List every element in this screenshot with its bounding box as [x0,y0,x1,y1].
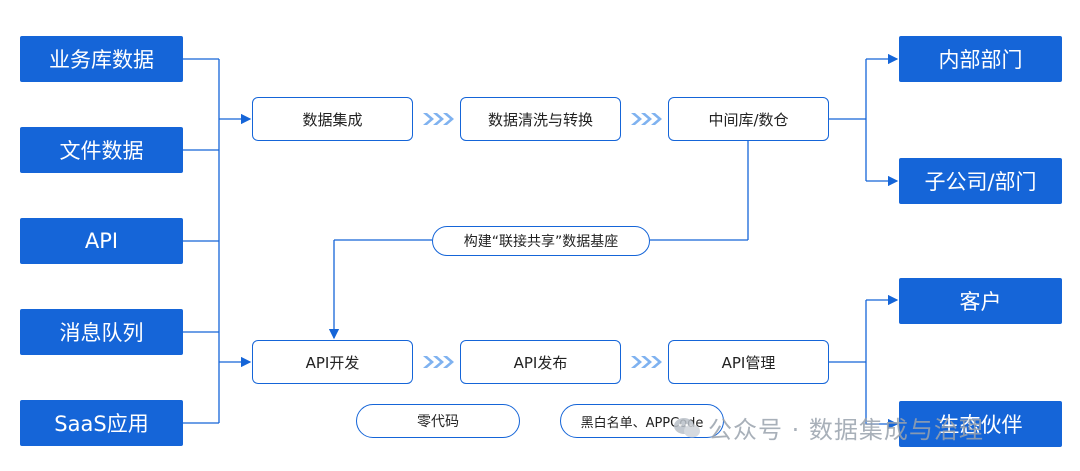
pill-label: 零代码 [417,414,459,430]
step-data-warehouse: 中间库/数仓 [668,97,829,141]
step-data-cleansing: 数据清洗与转换 [460,97,621,141]
target-subsidiary: 子公司/部门 [899,158,1062,204]
pill-no-code: 零代码 [356,404,520,438]
source-message-queue: 消息队列 [20,309,183,355]
step-label: API发布 [513,353,568,372]
foundation-label-pill: 构建“联接共享”数据基座 [432,226,650,256]
source-file-data: 文件数据 [20,127,183,173]
source-api: API [20,218,183,264]
step-label: API管理 [721,353,776,372]
chevron-arrow-icon [631,113,662,125]
source-label: API [84,229,119,253]
foundation-label: 构建“联接共享”数据基座 [463,234,619,250]
target-internal-dept: 内部部门 [899,36,1062,82]
pill-label: 黑白名单、APPCode [580,415,704,431]
step-label: 数据集成 [302,110,363,129]
step-api-publish: API发布 [460,340,621,384]
step-label: API开发 [305,353,360,372]
target-label: 客户 [959,290,1002,314]
source-label: 文件数据 [59,139,144,163]
wechat-icon [674,417,700,437]
source-business-db: 业务库数据 [20,36,183,82]
source-label: 消息队列 [59,321,144,345]
step-api-mgmt: API管理 [668,340,829,384]
target-label: 内部部门 [938,48,1023,72]
chevron-arrow-icon [423,113,454,125]
target-customer: 客户 [899,278,1062,324]
target-partner: 生态伙伴 [899,401,1062,447]
source-label: SaaS应用 [54,412,149,436]
step-data-integration: 数据集成 [252,97,413,141]
target-label: 子公司/部门 [924,170,1037,194]
source-label: 业务库数据 [49,48,154,72]
watermark: 公众号 · 数据集成与治理 [672,410,984,445]
step-label: 数据清洗与转换 [487,110,593,129]
chevron-arrow-icon [423,356,454,368]
target-label: 生态伙伴 [938,413,1023,437]
step-label: 中间库/数仓 [708,110,789,129]
watermark-text: 公众号 · 数据集成与治理 [708,416,984,444]
source-saas: SaaS应用 [20,400,183,446]
step-api-dev: API开发 [252,340,413,384]
chevron-arrow-icon [631,356,662,368]
